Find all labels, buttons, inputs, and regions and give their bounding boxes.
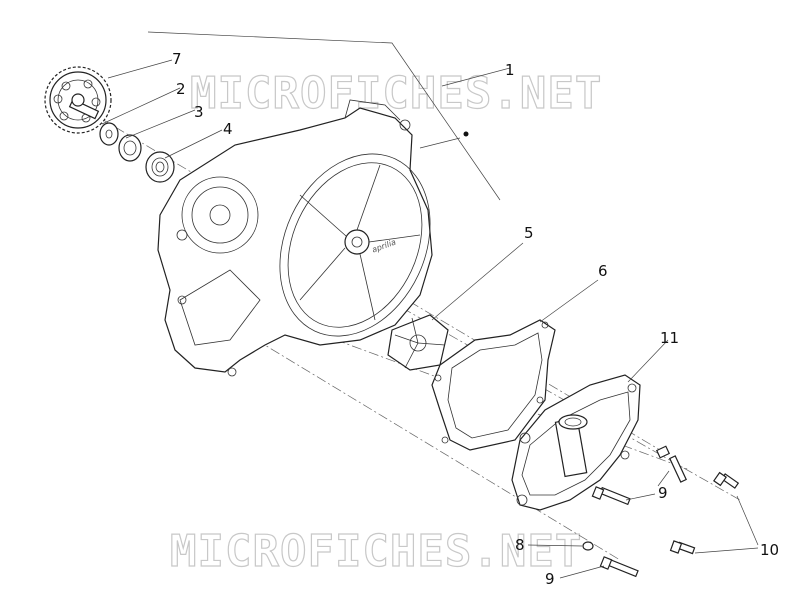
callout-3: 3 — [194, 103, 204, 121]
gasket-part-6 — [431, 319, 556, 451]
washer-part-8 — [582, 541, 594, 551]
callout-2: 2 — [176, 80, 186, 98]
bolt-part-9-upper — [591, 486, 631, 506]
callout-9-upper: 9 — [658, 484, 668, 502]
callout-8: 8 — [515, 536, 525, 554]
callout-11: 11 — [660, 329, 679, 347]
gear-part-7 — [44, 66, 112, 134]
callout-labels: 1 2 3 4 5 6 7 8 9 9 10 11 — [172, 50, 779, 588]
leader-lines — [101, 59, 759, 579]
crankcase-cover-part-1: aprilia — [157, 99, 433, 377]
watermark-top: MICROFICHES.NET — [190, 68, 602, 119]
callout-1: 1 — [505, 61, 515, 79]
group-bracket — [147, 31, 501, 201]
callout-6: 6 — [598, 262, 608, 280]
callout-4: 4 — [223, 120, 233, 138]
watermark-bottom: MICROFICHES.NET — [170, 526, 582, 577]
bolt-part-9-lower — [599, 556, 639, 578]
washer-part-2 — [99, 122, 119, 146]
callout-5: 5 — [524, 224, 534, 242]
callout-9-lower: 9 — [545, 570, 555, 588]
bearing-part-3 — [118, 134, 142, 162]
callout-10: 10 — [760, 541, 779, 559]
pump-cover-part-11 — [511, 374, 641, 511]
bolt-part-10-upper — [713, 471, 740, 489]
seal-part-4 — [145, 151, 175, 183]
bolt-part-9-vertical — [655, 445, 688, 483]
bolt-part-10-lower — [669, 540, 696, 555]
callout-7: 7 — [172, 50, 182, 68]
